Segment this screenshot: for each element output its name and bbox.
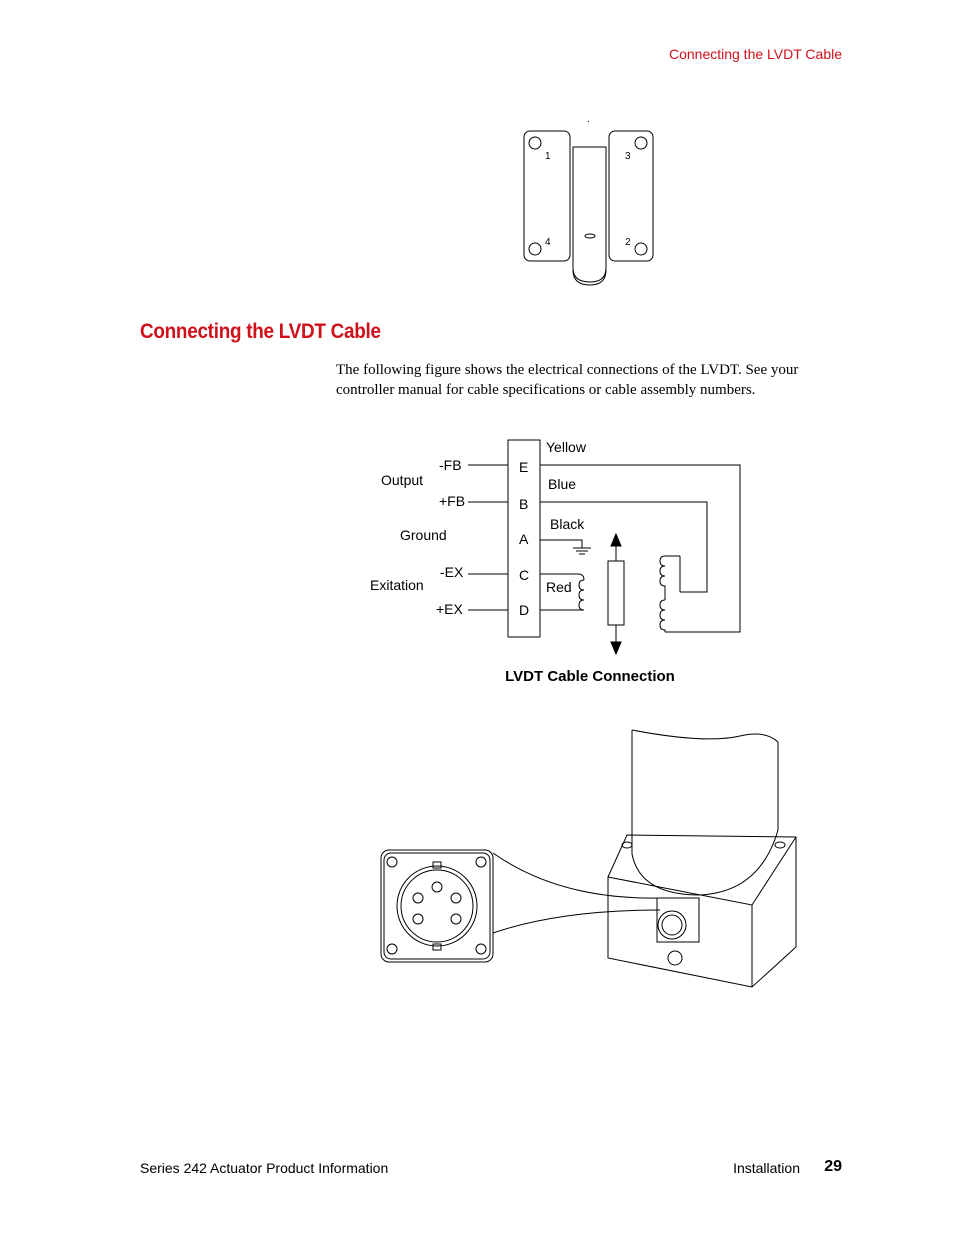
body-paragraph: The following figure shows the electrica… [336, 362, 799, 398]
figure-caption: LVDT Cable Connection [505, 668, 675, 685]
connector-actuator-figure [380, 729, 797, 988]
pin-a: A [519, 531, 529, 547]
footer-doc-title: Series 242 Actuator Product Information [140, 1160, 389, 1176]
wire-blue: Blue [548, 476, 576, 492]
group-output: Output [381, 472, 423, 488]
group-ground: Ground [400, 527, 447, 543]
running-header: Connecting the LVDT Cable [668, 46, 842, 62]
wire-black: Black [550, 516, 585, 532]
hole-label-3: 3 [625, 151, 631, 162]
signal-minus-fb: -FB [439, 457, 462, 473]
wire-yellow: Yellow [546, 439, 587, 455]
signal-plus-ex: +EX [436, 601, 464, 617]
pin-d: D [519, 602, 529, 618]
pin-c: C [519, 567, 529, 583]
lvdt-wiring-diagram: E B A C D -FB +FB -EX +EX Output Ground … [370, 439, 741, 656]
mount-dot: . [587, 114, 590, 125]
pin-e: E [519, 459, 528, 475]
hole-label-1: 1 [545, 151, 551, 162]
group-excitation: Exitation [370, 577, 424, 593]
lvdt-mount-figure: . 1 3 4 2 [523, 114, 654, 286]
signal-minus-ex: -EX [440, 564, 464, 580]
wire-red: Red [546, 579, 572, 595]
section-title: Connecting the LVDT Cable [140, 320, 381, 343]
signal-plus-fb: +FB [439, 493, 465, 509]
hole-label-4: 4 [545, 237, 551, 248]
page-number: 29 [824, 1158, 842, 1175]
hole-label-2: 2 [625, 237, 631, 248]
footer-chapter: Installation [733, 1160, 800, 1176]
pin-b: B [519, 496, 528, 512]
